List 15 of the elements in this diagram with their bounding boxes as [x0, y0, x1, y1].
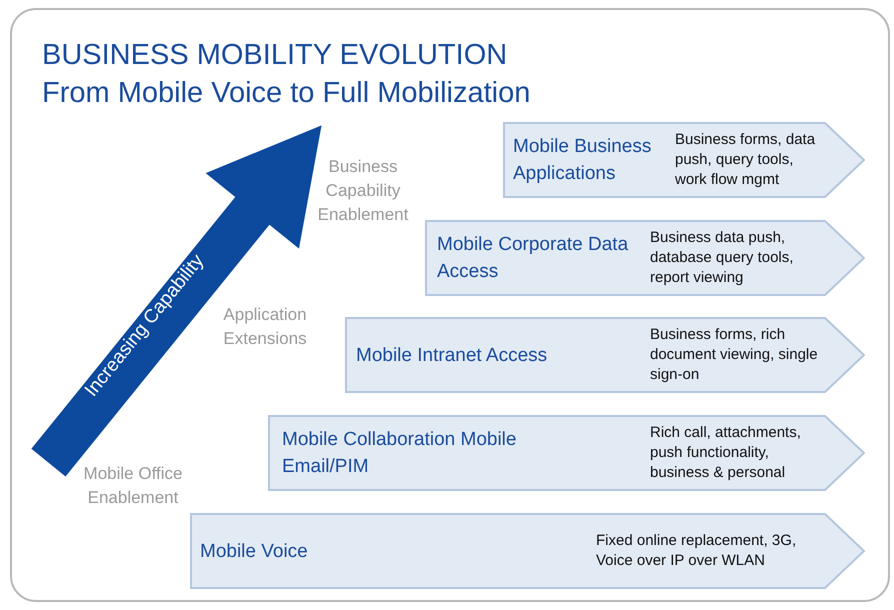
stage-description: Business data push, database query tools, report viewing	[650, 228, 794, 288]
stage-title: Mobile Collaboration Mobile Email/PIM	[282, 428, 518, 479]
stage-title: Mobile Intranet Access	[356, 344, 548, 368]
stage-description: Business forms, data push, query tools, work flow mgmt	[675, 130, 816, 190]
diagram-subtitle: From Mobile Voice to Full Mobilization	[42, 76, 530, 110]
stage-label: Mobile Office Enablement	[82, 463, 184, 509]
stage-label: Business Capability Enablement	[316, 156, 410, 226]
stage-description: Business forms, rich document viewing, single sign-on	[650, 325, 819, 385]
stage-description: Rich call, attachments, push functionality, business & personal	[650, 423, 802, 483]
stage-description: Fixed online replacement, 3G, Voice over IP over WLAN	[596, 531, 798, 571]
stage-label: Application Extensions	[222, 304, 308, 350]
diagram-title: BUSINESS MOBILITY EVOLUTION	[42, 38, 508, 72]
stage-title: Mobile Business Applications	[513, 135, 652, 186]
stage-title: Mobile Voice	[200, 540, 309, 564]
stage-title: Mobile Corporate Data Access	[437, 233, 630, 284]
